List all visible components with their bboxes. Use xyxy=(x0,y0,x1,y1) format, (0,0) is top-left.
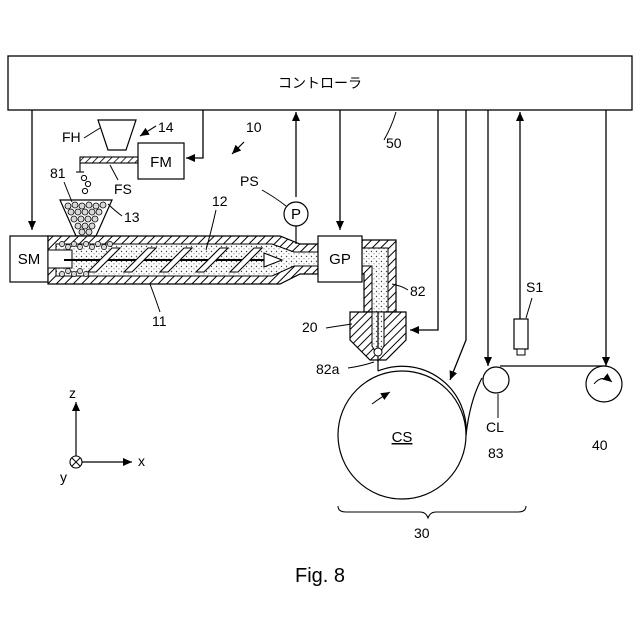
s1-label: S1 xyxy=(526,279,543,295)
pipe-82 xyxy=(362,240,396,312)
leader-line xyxy=(84,128,100,138)
die-20 xyxy=(350,312,406,362)
cl-label: CL xyxy=(486,419,504,435)
coordinate-axes xyxy=(70,402,132,468)
gear-pump-box: GP xyxy=(318,236,362,282)
controller-box: コントローラ xyxy=(8,56,632,110)
screw-motor-box: SM xyxy=(10,236,48,282)
p-label: P xyxy=(291,206,301,223)
cooling-drum: CS xyxy=(338,371,466,499)
fm-label: FM xyxy=(150,154,172,171)
gp-label: GP xyxy=(329,251,351,268)
ref-83-label: 83 xyxy=(488,445,504,461)
feed-hopper xyxy=(98,120,136,150)
controller-label: コントローラ xyxy=(278,75,362,91)
ref-10-arrow xyxy=(232,142,244,154)
feed-motor-box: FM xyxy=(138,143,184,179)
ps-label: PS xyxy=(240,173,259,189)
cs-label: CS xyxy=(392,429,413,446)
figure-caption: Fig. 8 xyxy=(295,565,345,587)
ref-12-label: 12 xyxy=(212,193,228,209)
pressure-sensor: P xyxy=(284,202,308,244)
chill-roll xyxy=(483,367,509,393)
leader-line xyxy=(262,190,286,206)
ref-11-label: 11 xyxy=(152,313,167,329)
leader-line xyxy=(64,182,72,202)
falling-pellets xyxy=(81,175,90,193)
brace-30 xyxy=(338,506,526,518)
ref-81-label: 81 xyxy=(50,165,66,181)
ref-82-label: 82 xyxy=(410,283,426,299)
ref-13-label: 13 xyxy=(124,209,140,225)
axis-x-label: x xyxy=(138,453,145,469)
leader-line xyxy=(326,324,352,328)
ref-50-label: 50 xyxy=(386,135,402,151)
axis-z-label: z xyxy=(69,385,76,401)
ref-14-label: 14 xyxy=(158,119,174,135)
leader-line xyxy=(348,362,374,368)
leader-line xyxy=(108,204,122,216)
fh-label: FH xyxy=(62,129,81,145)
leader-line xyxy=(140,126,156,136)
leader-line xyxy=(526,298,532,318)
hopper-13 xyxy=(60,200,112,236)
fs-label: FS xyxy=(114,181,132,197)
ref-30-label: 30 xyxy=(414,525,430,541)
ref-82a-label: 82a xyxy=(316,361,340,377)
leader-line xyxy=(150,284,160,312)
take-up-roll xyxy=(586,366,622,402)
ref-10-label: 10 xyxy=(246,119,262,135)
sm-label: SM xyxy=(18,251,41,268)
leader-line xyxy=(110,165,118,180)
ref-40-label: 40 xyxy=(592,437,608,453)
ref-20-label: 20 xyxy=(302,319,318,335)
axis-y-label: y xyxy=(60,469,67,485)
feed-screw xyxy=(76,157,138,172)
sensor-s1 xyxy=(514,319,528,355)
